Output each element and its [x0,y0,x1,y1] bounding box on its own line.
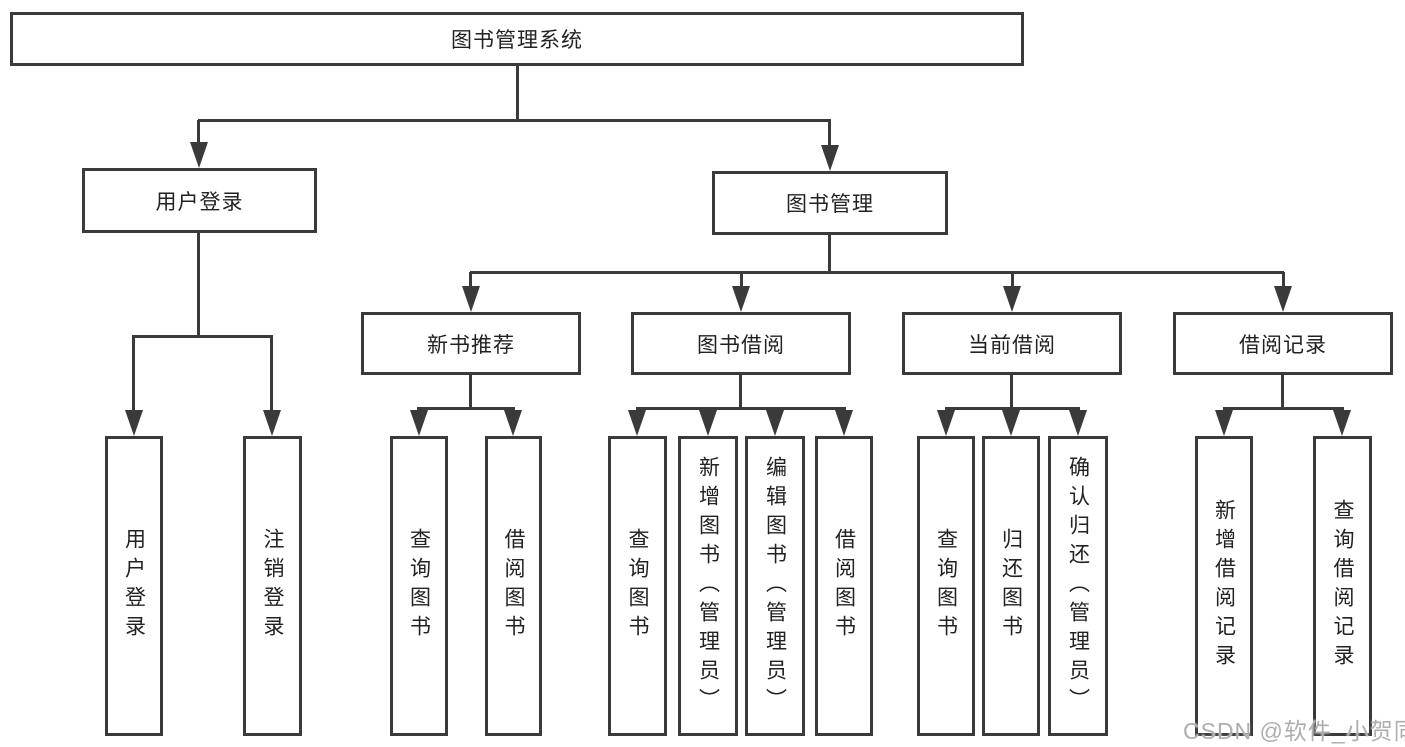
connector-line [516,66,519,120]
connector-line [469,374,472,408]
node-add-borrow-record: 新增借阅记录 [1195,436,1253,736]
connector-line [739,374,742,408]
arrow-down-icon [462,286,480,312]
node-edit-book-admin: 编辑图书（管理员） [745,436,805,736]
node-query-borrow-record: 查询借阅记录 [1313,436,1372,736]
connector-line [828,120,831,148]
connector-line [198,119,831,122]
arrow-down-icon [732,286,750,312]
connector-line [470,271,1284,274]
connector-line [1011,272,1014,290]
arrow-down-icon [937,410,955,436]
arrow-down-icon [699,410,717,436]
node-current-borrowing: 当前借阅 [902,312,1122,375]
node-borrowing-records: 借阅记录 [1173,312,1393,375]
node-library-management-system: 图书管理系统 [10,12,1024,66]
node-confirm-return-admin: 确认归还（管理员） [1048,436,1108,736]
arrow-down-icon [190,142,208,168]
node-query-books-recommend: 查询图书 [390,436,448,736]
arrow-down-icon [410,410,428,436]
node-add-book-admin: 新增图书（管理员） [678,436,738,736]
connector-line [828,234,831,272]
node-borrow-books-recommend: 借阅图书 [485,436,542,736]
node-user-login-branch: 用户登录 [82,168,317,233]
connector-line [132,335,273,338]
connector-line [132,335,135,415]
connector-line [197,232,200,336]
node-new-book-recommend: 新书推荐 [361,312,581,375]
arrow-down-icon [263,410,281,436]
arrow-down-icon [1215,410,1233,436]
connector-line [419,407,515,410]
arrow-down-icon [1274,286,1292,312]
arrow-down-icon [628,410,646,436]
arrow-down-icon [835,410,853,436]
node-query-books-current: 查询图书 [917,436,975,736]
arrow-down-icon [766,410,784,436]
connector-line [197,120,200,146]
node-book-borrowing: 图书借阅 [631,312,851,375]
arrow-down-icon [821,145,839,171]
arrow-down-icon [1333,410,1351,436]
arrow-down-icon [504,410,522,436]
arrow-down-icon [1002,410,1020,436]
node-query-books-borrow: 查询图书 [608,436,667,736]
node-borrow-books-borrow: 借阅图书 [815,436,873,736]
connector-line [469,272,472,290]
connector-line [1010,374,1013,408]
arrow-down-icon [1069,410,1087,436]
connector-line [1281,374,1284,408]
node-book-management: 图书管理 [712,171,948,235]
connector-line [1282,272,1285,290]
connector-line [1224,407,1343,410]
node-user-login-leaf: 用户登录 [105,436,163,736]
csdn-watermark: CSDN @软件_小贺同学 [1183,718,1405,744]
connector-line [637,407,846,410]
connector-line [270,335,273,415]
node-return-book: 归还图书 [982,436,1040,736]
connector-line [740,272,743,290]
node-logout: 注销登录 [243,436,302,736]
arrow-down-icon [1003,286,1021,312]
arrow-down-icon [125,410,143,436]
